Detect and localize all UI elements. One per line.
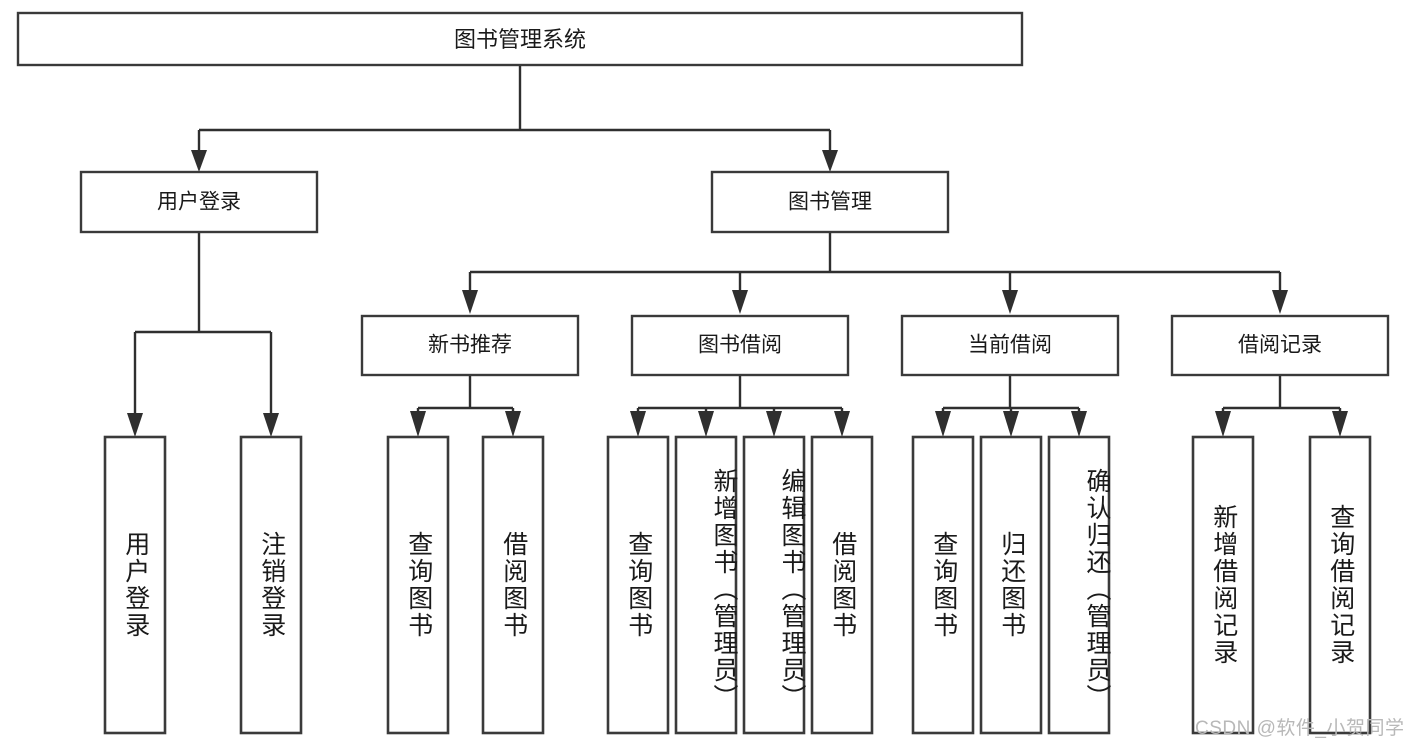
- node-current-borrow[interactable]: 当前借阅: [900, 314, 1120, 377]
- arrowhead-leaf-query-book-3: [935, 411, 951, 437]
- leaf-box-query-book-1[interactable]: [386, 435, 450, 735]
- connector-group-book-management: [462, 232, 1288, 314]
- node-current-borrow-box[interactable]: [900, 314, 1120, 377]
- leaf-box-query-book-3[interactable]: [911, 435, 975, 735]
- node-borrow-record-box[interactable]: [1170, 314, 1390, 377]
- leaf-box-add-record[interactable]: [1191, 435, 1255, 735]
- arrowhead-book-borrow: [732, 290, 748, 314]
- arrowhead-leaf-query-book-2: [630, 411, 646, 437]
- connector-group-root: [191, 65, 838, 172]
- arrowhead-leaf-confirm-return: [1071, 411, 1087, 437]
- leaf-box-borrow-book-2[interactable]: [810, 435, 874, 735]
- node-borrow-record[interactable]: 借阅记录: [1170, 314, 1390, 377]
- arrowhead-leaf-borrow-book-2: [834, 411, 850, 437]
- leaf-box-user-login[interactable]: [103, 435, 167, 735]
- arrowhead-leaf-user-login: [127, 413, 143, 437]
- connector-group-book-borrow: [630, 375, 850, 437]
- leaf-box-confirm-return[interactable]: [1047, 435, 1111, 735]
- connector-group-user-login: [127, 232, 279, 437]
- node-root-label: 图书管理系统: [454, 27, 586, 52]
- arrowhead-leaf-query-record: [1332, 411, 1348, 437]
- node-current-borrow-label: 当前借阅: [968, 334, 1052, 357]
- connector-group-new-book-recommend: [410, 375, 521, 437]
- leaf-box-borrow-book-1[interactable]: [481, 435, 545, 735]
- node-user-login[interactable]: 用户登录: [79, 170, 319, 234]
- node-book-borrow-box[interactable]: [630, 314, 850, 377]
- arrowhead-user-login: [191, 150, 207, 172]
- arrowhead-leaf-logout-login: [263, 413, 279, 437]
- node-new-book-recommend-box[interactable]: [360, 314, 580, 377]
- arrowhead-leaf-add-book: [698, 411, 714, 437]
- leaf-box-query-record[interactable]: [1308, 435, 1372, 735]
- node-user-login-box[interactable]: [79, 170, 319, 234]
- node-book-borrow[interactable]: 图书借阅: [630, 314, 850, 377]
- node-book-management-box[interactable]: [710, 170, 950, 234]
- arrowhead-new-book-recommend: [462, 290, 478, 314]
- arrowhead-current-borrow: [1002, 290, 1018, 314]
- leaf-box-query-book-2[interactable]: [606, 435, 670, 735]
- node-root-box[interactable]: [16, 11, 1024, 67]
- node-book-management-label: 图书管理: [788, 191, 872, 214]
- arrowhead-leaf-query-book-1: [410, 411, 426, 437]
- leaf-box-return-book[interactable]: [979, 435, 1043, 735]
- arrowhead-leaf-edit-book: [766, 411, 782, 437]
- arrowhead-leaf-add-record: [1215, 411, 1231, 437]
- connector-group-borrow-record: [1215, 375, 1348, 437]
- node-root[interactable]: 图书管理系统: [16, 11, 1024, 67]
- leaf-box-add-book[interactable]: [674, 435, 738, 735]
- arrowhead-leaf-return-book: [1003, 411, 1019, 437]
- node-new-book-recommend[interactable]: 新书推荐: [360, 314, 580, 377]
- node-user-login-label: 用户登录: [157, 191, 241, 214]
- arrowhead-leaf-borrow-book-1: [505, 411, 521, 437]
- node-book-management[interactable]: 图书管理: [710, 170, 950, 234]
- arrowhead-book-management: [822, 150, 838, 172]
- csdn-watermark: CSDN @软件_小贺同学: [1195, 718, 1405, 739]
- node-new-book-recommend-label: 新书推荐: [428, 334, 512, 357]
- arrowhead-borrow-record: [1272, 290, 1288, 314]
- leaf-box-edit-book[interactable]: [742, 435, 806, 735]
- node-borrow-record-label: 借阅记录: [1238, 334, 1322, 357]
- node-book-borrow-label: 图书借阅: [698, 334, 782, 357]
- leaf-box-logout-login[interactable]: [239, 435, 303, 735]
- connector-group-current-borrow: [935, 375, 1087, 437]
